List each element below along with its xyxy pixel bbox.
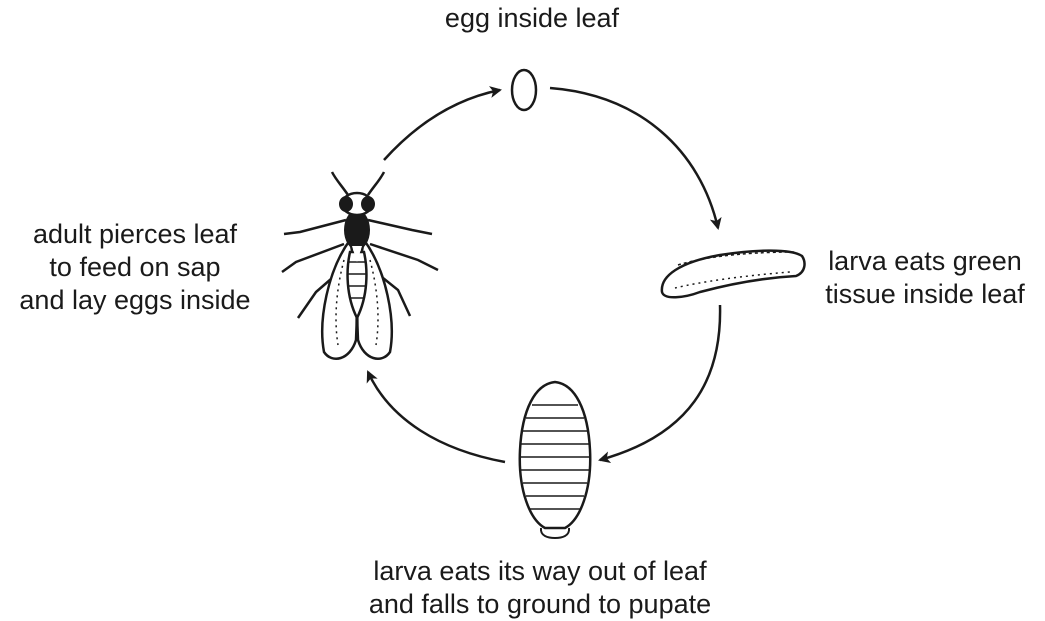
pupa-stage-label-line: larva eats its way out of leaf bbox=[330, 555, 750, 588]
adult-fly-icon bbox=[282, 172, 438, 359]
egg-stage-label-line: egg inside leaf bbox=[402, 2, 662, 35]
arrow-pupa-to-adult bbox=[368, 372, 505, 462]
pupa-icon bbox=[520, 382, 590, 538]
arrow-egg-to-larva bbox=[550, 88, 718, 228]
egg-stage-label: egg inside leaf bbox=[402, 2, 662, 35]
adult-stage-label-line: to feed on sap bbox=[0, 251, 270, 284]
pupa-stage-label: larva eats its way out of leaf and falls… bbox=[330, 555, 750, 621]
larva-stage-label: larva eats green tissue inside leaf bbox=[805, 245, 1045, 311]
adult-stage-label-line: adult pierces leaf bbox=[0, 218, 270, 251]
larva-stage-label-line: larva eats green bbox=[805, 245, 1045, 278]
pupa-stage-label-line: and falls to ground to pupate bbox=[330, 588, 750, 621]
larva-stage-label-line: tissue inside leaf bbox=[805, 278, 1045, 311]
egg-icon bbox=[512, 70, 536, 110]
adult-stage-label: adult pierces leaf to feed on sap and la… bbox=[0, 218, 270, 317]
adult-stage-label-line: and lay eggs inside bbox=[0, 284, 270, 317]
arrow-larva-to-pupa bbox=[600, 305, 720, 460]
larva-icon bbox=[662, 251, 805, 298]
arrow-adult-to-egg bbox=[384, 90, 500, 160]
